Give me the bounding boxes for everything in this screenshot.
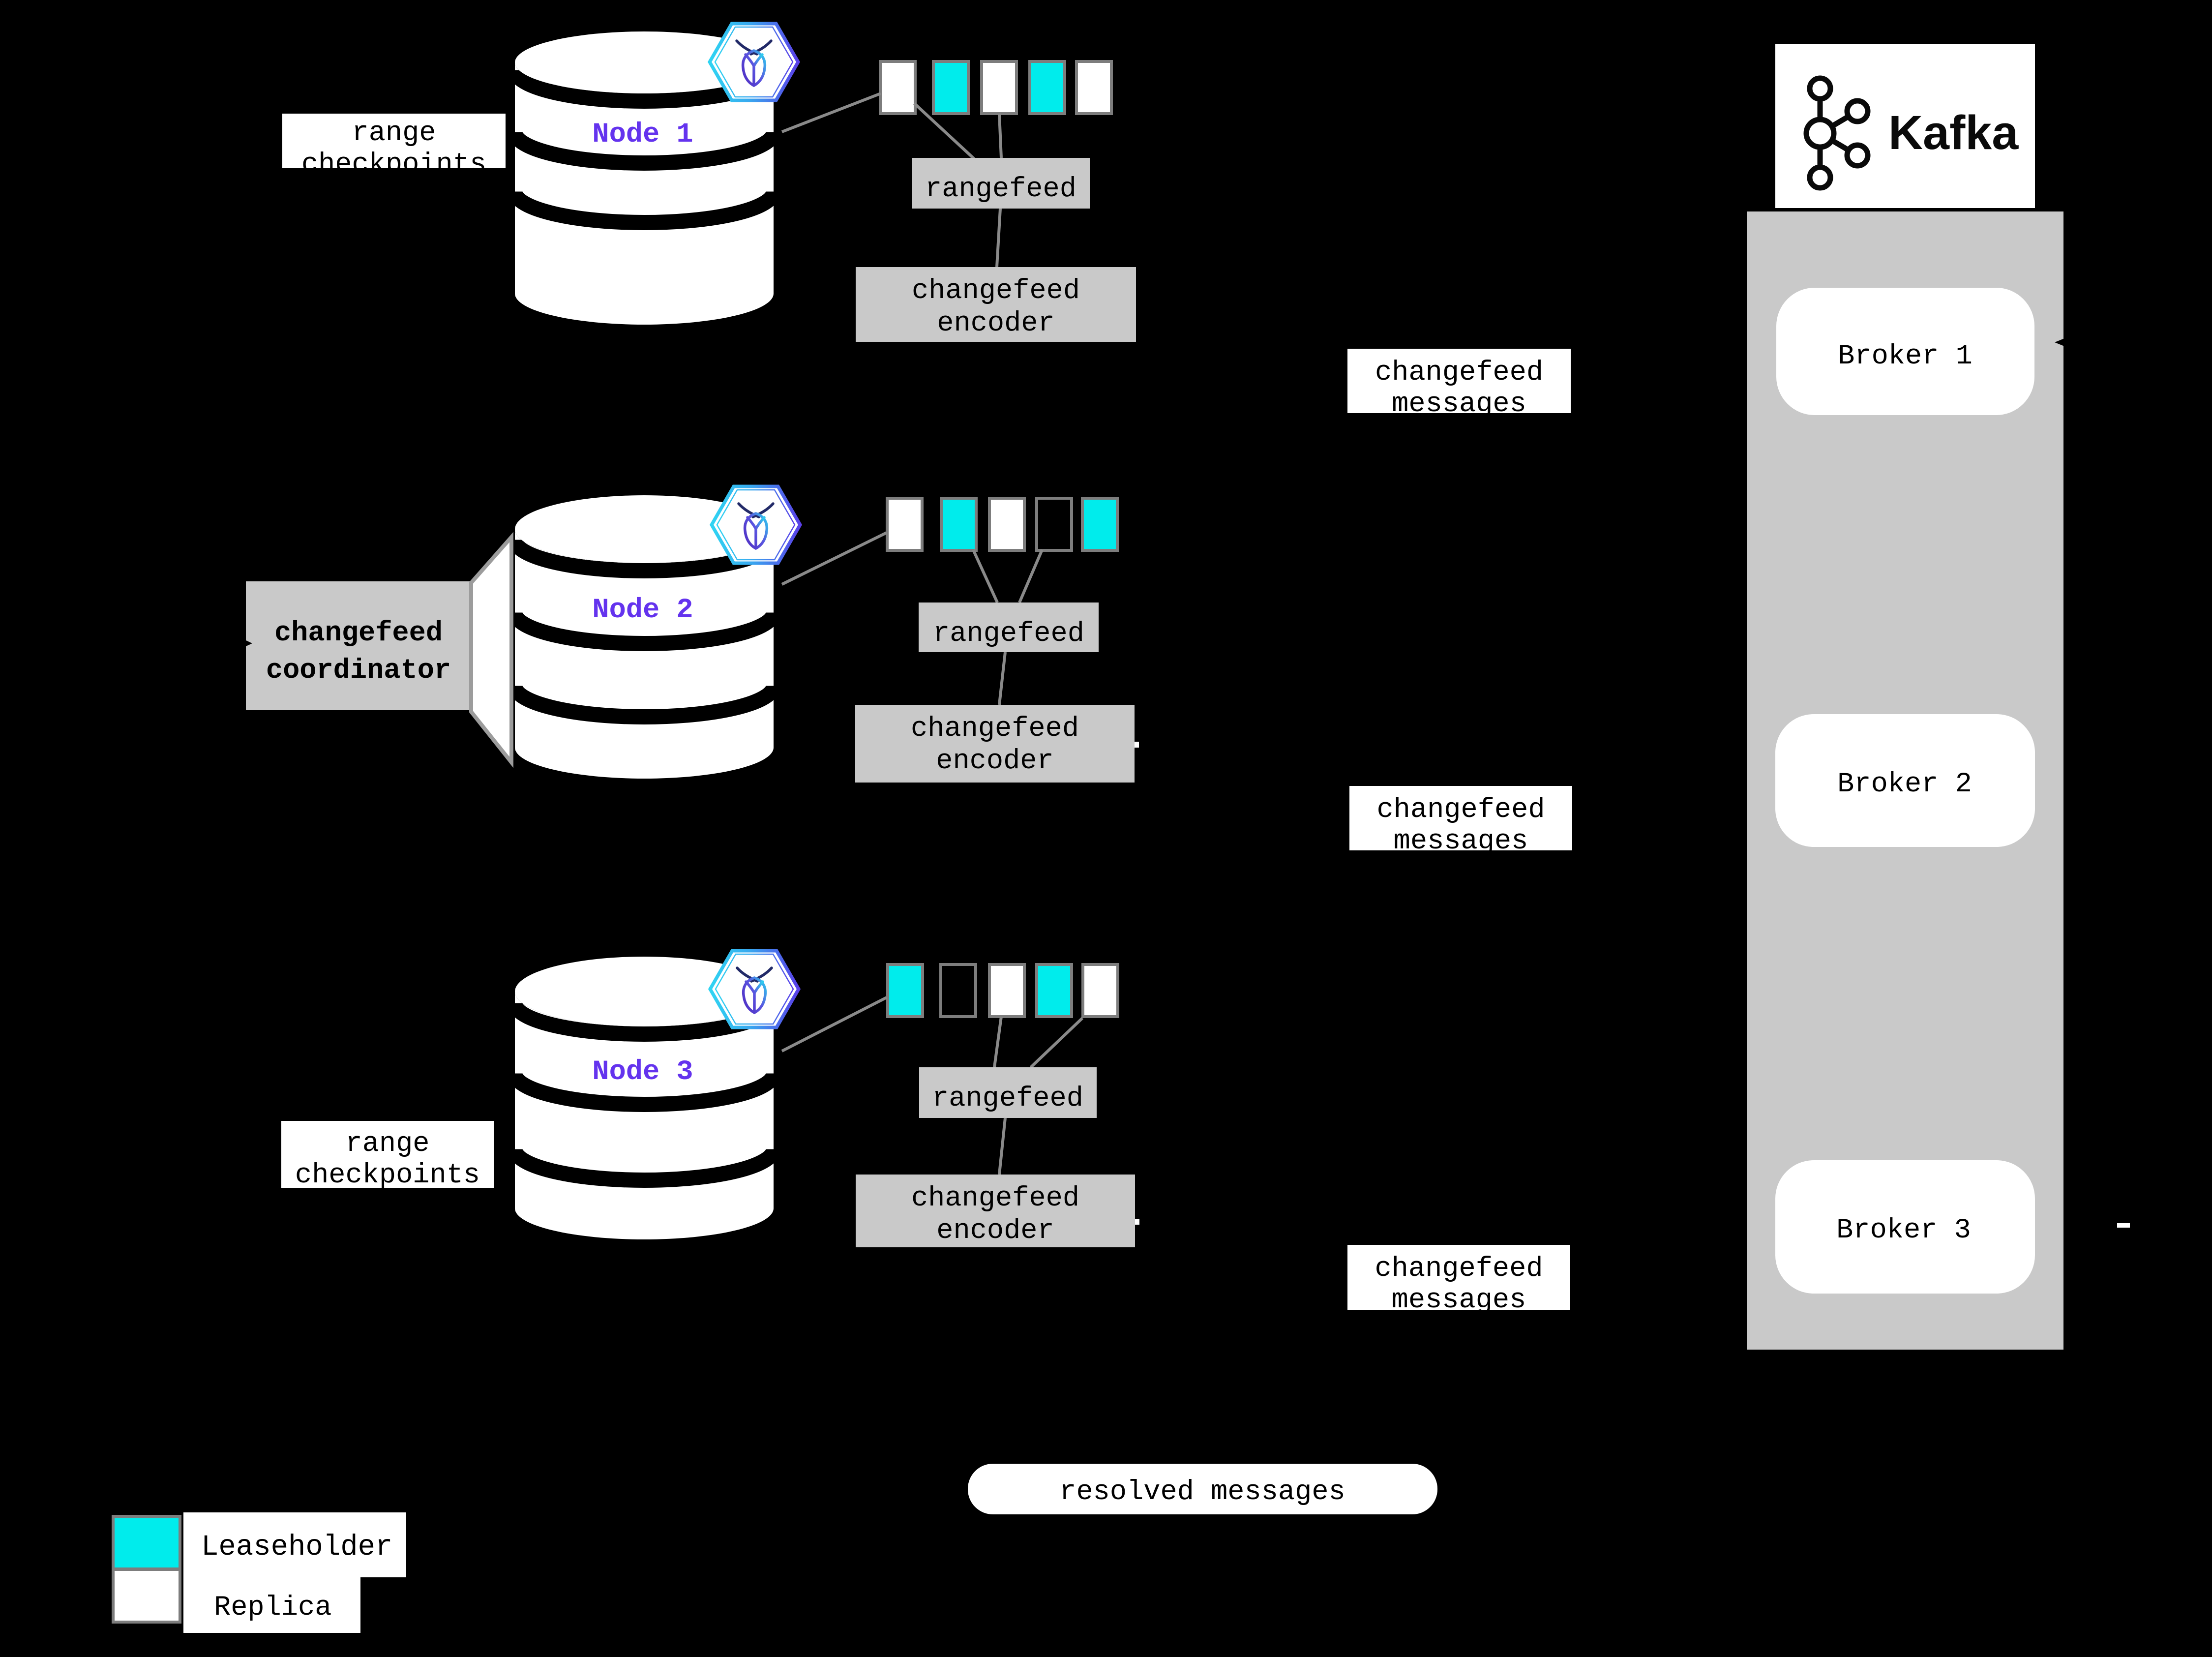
svg-text:Kafka: Kafka <box>1888 106 2019 159</box>
svg-text:range: range <box>345 1128 429 1160</box>
svg-text:encoder: encoder <box>936 1215 1054 1247</box>
svg-text:changefeed: changefeed <box>274 618 443 649</box>
svg-text:Broker 3: Broker 3 <box>1836 1215 1971 1246</box>
svg-text:rangefeed: rangefeed <box>925 174 1076 205</box>
svg-text:Node 3: Node 3 <box>592 1056 693 1088</box>
svg-text:checkpoints: checkpoints <box>295 1160 480 1191</box>
svg-text:resolved messages: resolved messages <box>1059 1476 1345 1508</box>
svg-text:changefeed: changefeed <box>1376 794 1545 826</box>
svg-text:changefeed: changefeed <box>911 1183 1079 1214</box>
svg-text:changefeed: changefeed <box>912 275 1080 307</box>
svg-text:encoder: encoder <box>936 746 1053 777</box>
svg-text:rangefeed: rangefeed <box>932 1083 1083 1115</box>
svg-text:checkpoints: checkpoints <box>301 149 486 181</box>
svg-text:encoder: encoder <box>937 308 1054 339</box>
svg-text:Node 2: Node 2 <box>592 595 693 626</box>
svg-text:Node 1: Node 1 <box>592 119 693 151</box>
svg-text:Leaseholder: Leaseholder <box>201 1531 392 1564</box>
svg-text:Broker 1: Broker 1 <box>1838 341 1973 372</box>
svg-text:range: range <box>352 118 436 149</box>
svg-text:changefeed: changefeed <box>1375 1253 1543 1285</box>
svg-text:Broker 2: Broker 2 <box>1837 769 1972 800</box>
svg-text:coordinator: coordinator <box>266 655 451 687</box>
svg-text:changefeed: changefeed <box>1375 357 1543 389</box>
svg-text:changefeed: changefeed <box>911 713 1079 745</box>
svg-text:rangefeed: rangefeed <box>933 618 1084 650</box>
svg-text:messages: messages <box>1392 389 1526 420</box>
svg-text:messages: messages <box>1392 1285 1526 1316</box>
svg-text:Replica: Replica <box>214 1592 331 1624</box>
svg-text:messages: messages <box>1394 826 1528 857</box>
